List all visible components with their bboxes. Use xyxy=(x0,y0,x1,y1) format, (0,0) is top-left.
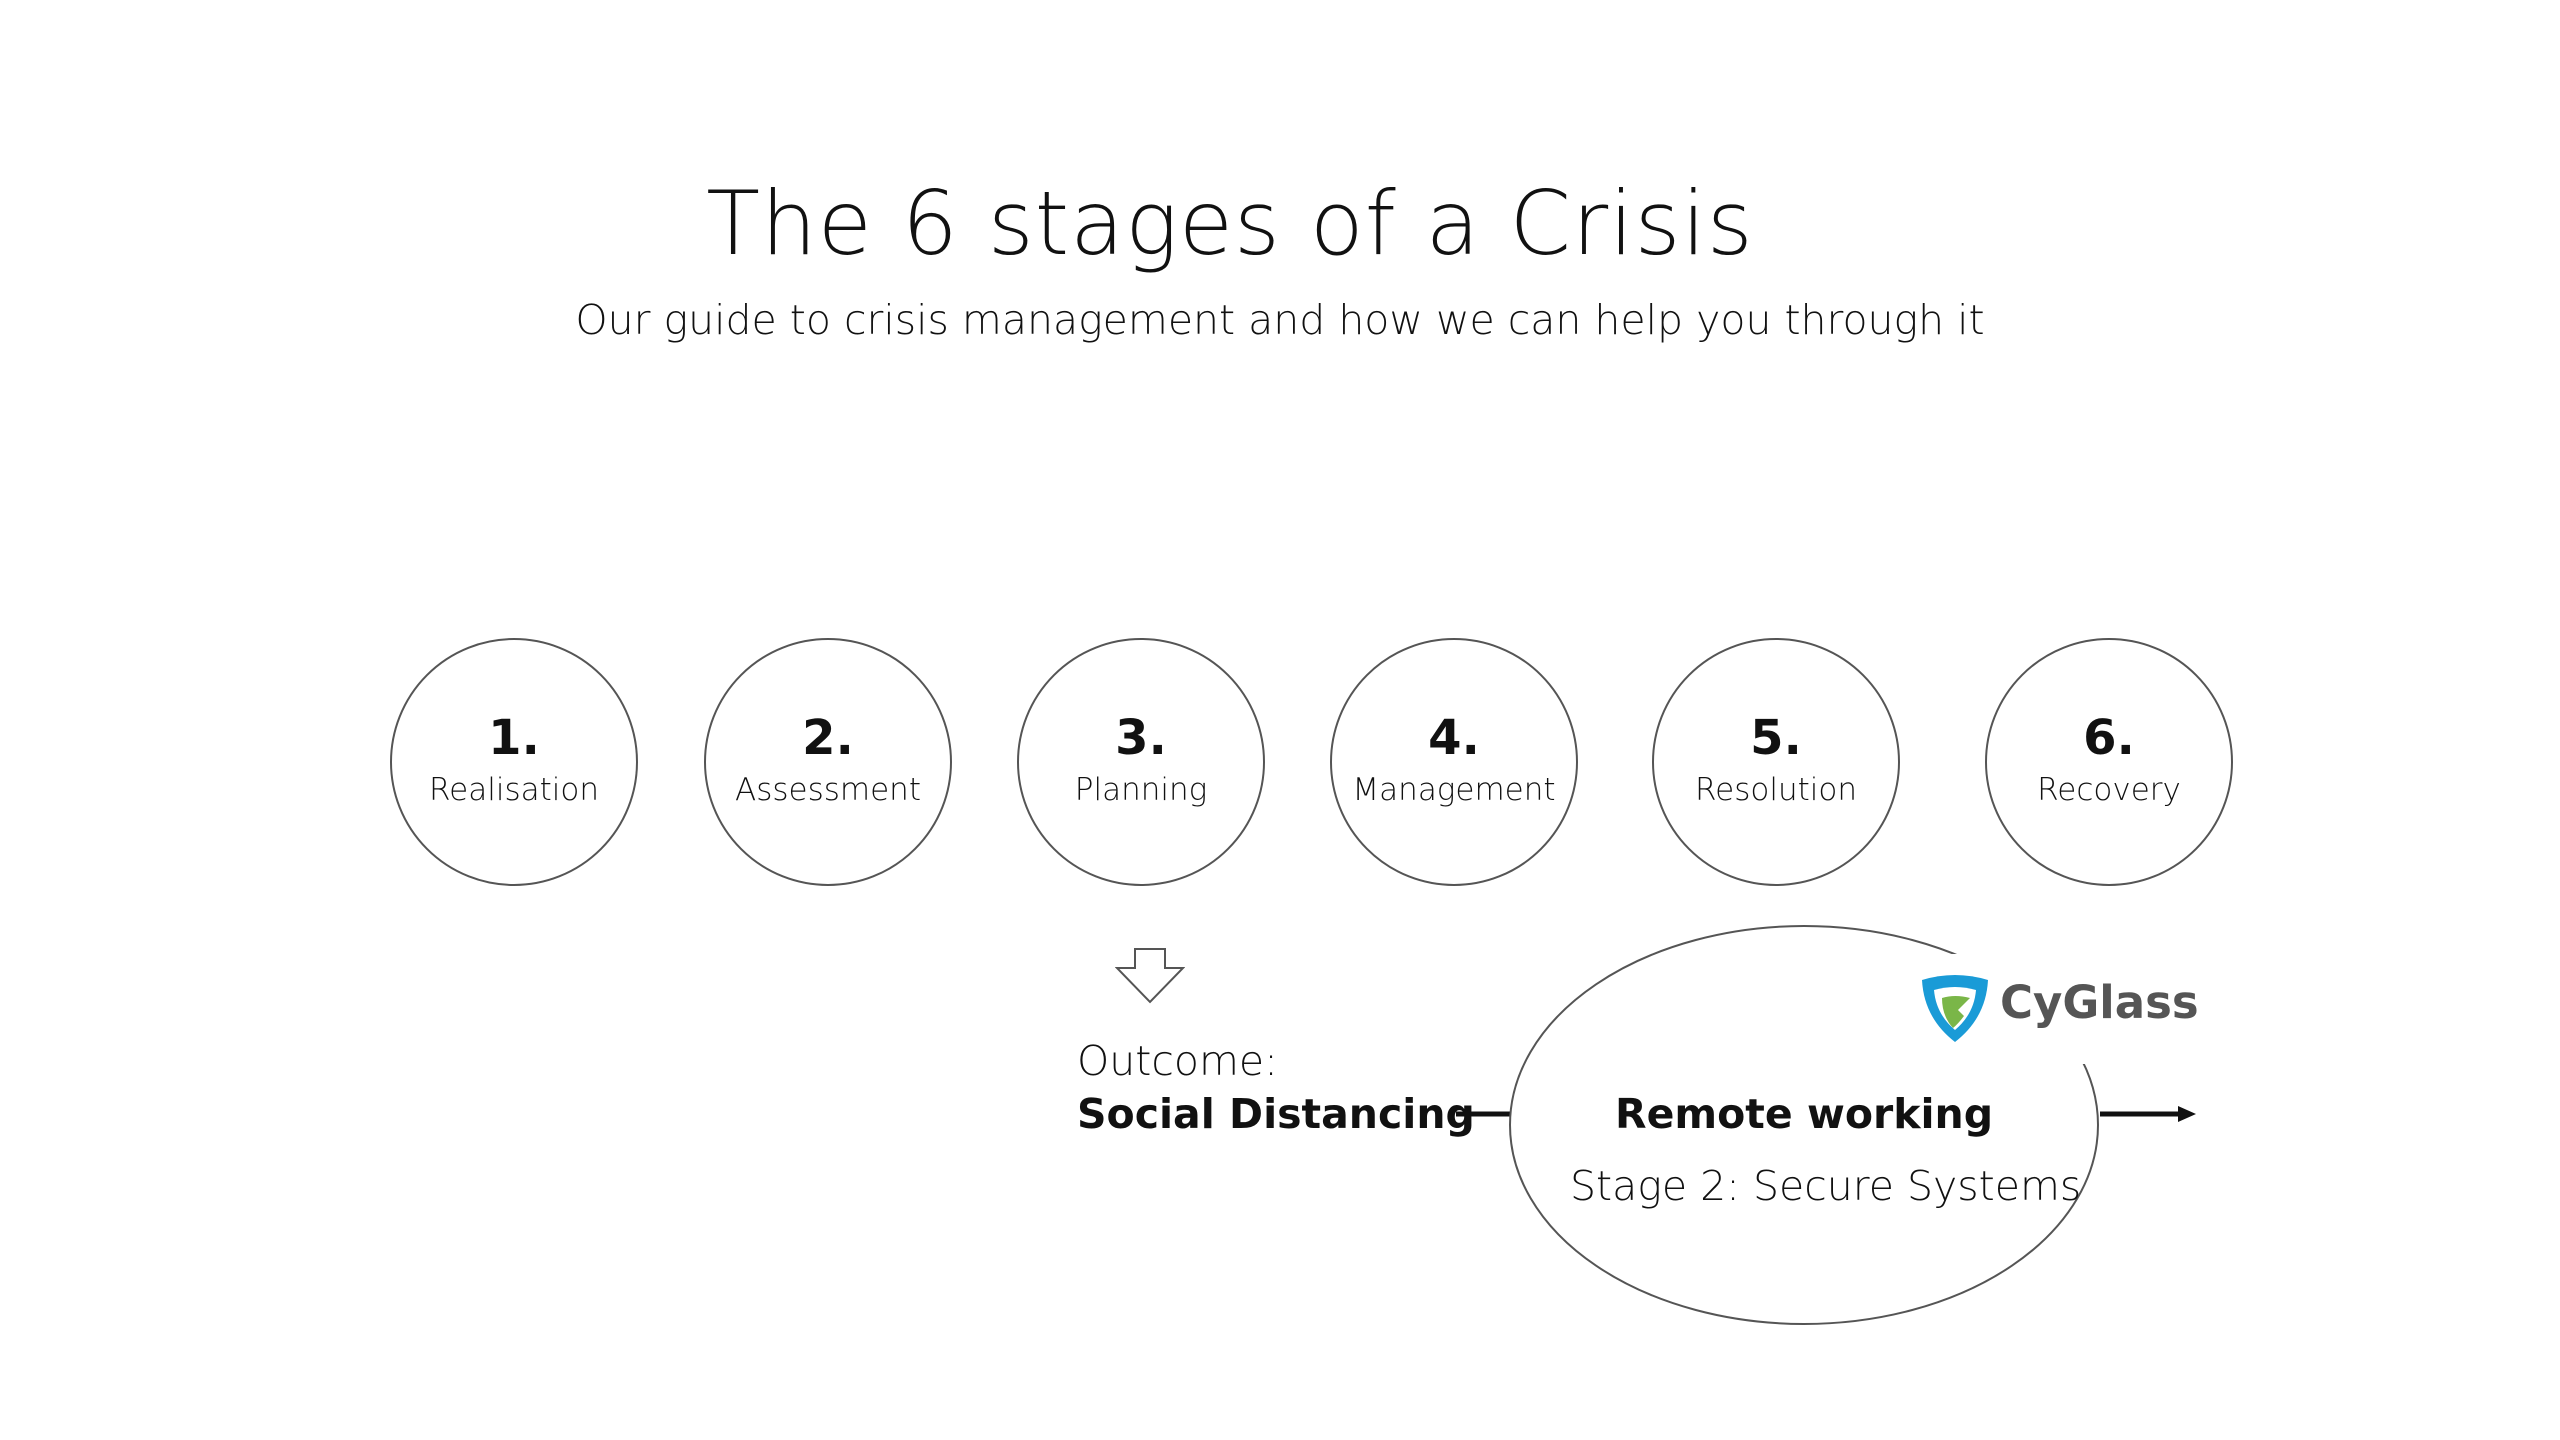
stage-number: 5. xyxy=(1750,710,1802,766)
stage-label: Realisation xyxy=(429,772,599,808)
down-arrow-icon xyxy=(1115,948,1185,1004)
stage-circle-6: 6. Recovery xyxy=(1985,638,2233,886)
stage-label: Recovery xyxy=(2037,772,2181,808)
stage-circle-5: 5. Resolution xyxy=(1652,638,1900,886)
stage-number: 2. xyxy=(802,710,854,766)
stage-number: 3. xyxy=(1115,710,1167,766)
arrowhead-right-icon xyxy=(2178,1106,2196,1122)
outcome-value: Social Distancing xyxy=(1077,1090,1475,1138)
remote-working-title: Remote working xyxy=(1615,1090,1994,1138)
stage-label: Assessment xyxy=(735,772,921,808)
cyglass-logo-text: CyGlass xyxy=(2000,976,2199,1029)
cyglass-shield-icon xyxy=(1922,975,1988,1042)
stage-label: Planning xyxy=(1074,772,1208,808)
stage-circle-1: 1. Realisation xyxy=(390,638,638,886)
page-subtitle: Our guide to crisis management and how w… xyxy=(575,296,1985,344)
stage-circle-3: 3. Planning xyxy=(1017,638,1265,886)
stage-number: 1. xyxy=(488,710,540,766)
page-title: The 6 stages of a Crisis xyxy=(706,172,1754,275)
stage-number: 4. xyxy=(1428,710,1480,766)
stage-circle-2: 2. Assessment xyxy=(704,638,952,886)
stage-label: Resolution xyxy=(1695,772,1857,808)
stage-number: 6. xyxy=(2083,710,2135,766)
stage-label: Management xyxy=(1352,772,1556,808)
remote-working-subtitle: Stage 2: Secure Systems xyxy=(1570,1162,2082,1210)
outcome-label: Outcome: xyxy=(1077,1037,1278,1085)
stage-circle-4: 4. Management xyxy=(1330,638,1578,886)
